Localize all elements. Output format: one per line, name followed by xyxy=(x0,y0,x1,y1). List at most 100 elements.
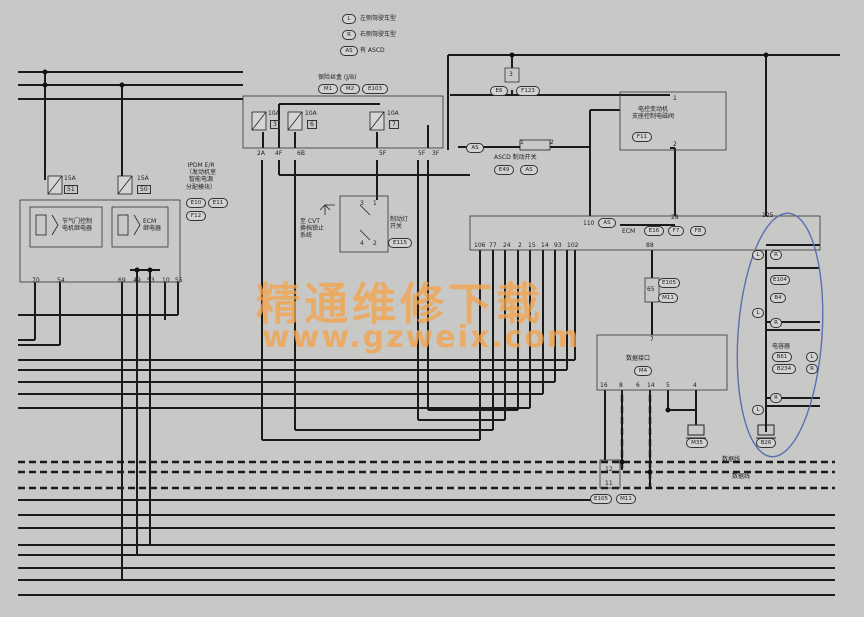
pin-label: 110 xyxy=(583,220,595,227)
ecm-connector: E16 xyxy=(644,226,664,236)
side-tag: R xyxy=(770,393,782,403)
side-tag: R xyxy=(770,318,782,328)
pin-label: 70 xyxy=(32,277,40,284)
pin-label: 7 xyxy=(650,336,654,343)
pin-label: 77 xyxy=(489,242,497,249)
pin-label: 8 xyxy=(619,382,623,389)
ascd-connector: E49 xyxy=(494,165,514,175)
fuse-number: 6 xyxy=(307,120,317,130)
ascd-title: ASCD 制动开关 xyxy=(494,154,537,161)
ecm-outline xyxy=(469,215,821,251)
watermark-main: 精通维修下载 xyxy=(256,279,544,330)
dlc-connector: M4 xyxy=(634,366,652,376)
connector-tag: B4 xyxy=(770,293,786,303)
side-tag: L xyxy=(752,308,764,318)
pin-label: 15 xyxy=(528,242,536,249)
pin-label: 6 xyxy=(636,382,640,389)
connector-tag: F123 xyxy=(516,86,540,96)
pin-label: 16 xyxy=(600,382,608,389)
ascd-tag: AS xyxy=(466,143,484,153)
pin-label: 106 xyxy=(474,242,486,249)
relay-label: ECM 继电器 xyxy=(143,218,162,233)
capacitor-title: 电容器 xyxy=(772,343,791,350)
brake-connector: E115 xyxy=(388,238,412,248)
pin-label: 24 xyxy=(503,242,511,249)
pin-label: 125 xyxy=(762,212,774,219)
connector-tag: M11 xyxy=(616,494,636,504)
connector-tag: E104 xyxy=(770,275,790,285)
connector-tag: E105 xyxy=(590,494,612,504)
connector-tag: E6 xyxy=(490,86,508,96)
watermark-url: www.gzweix.com xyxy=(262,320,581,355)
fuse-rating: 10A xyxy=(305,110,317,117)
pin-label: 28 xyxy=(671,214,679,221)
pin-label: 12 xyxy=(605,466,613,473)
pin-label: 1 xyxy=(673,95,677,102)
pin-label: 10 xyxy=(162,277,170,284)
fuse-number: 51 xyxy=(64,185,78,195)
connector-tag: B234 xyxy=(772,364,796,374)
legend-code-r: R xyxy=(342,30,356,40)
ecm-as-tag: AS xyxy=(598,218,616,228)
pin-label: 1 xyxy=(373,200,377,207)
pin-label: 65 xyxy=(647,286,655,293)
pin-label: 4 xyxy=(693,382,697,389)
fuse-number: 7 xyxy=(389,120,399,130)
ascd-connector: AS xyxy=(520,165,538,175)
side-tag: L xyxy=(752,405,764,415)
fuse-box-connector: M1 xyxy=(318,84,338,94)
legend-text-as: 有 ASCD xyxy=(360,47,385,54)
pin-label: 14 xyxy=(647,382,655,389)
fuse-rating: 15A xyxy=(137,175,149,182)
ipdm-connector: F12 xyxy=(186,211,206,221)
dlc-outline xyxy=(596,334,728,391)
pin-label: 11 xyxy=(605,480,613,487)
pin-label: 69 xyxy=(118,277,126,284)
connector-tag: M11 xyxy=(658,293,678,303)
side-tag: R xyxy=(770,250,782,260)
ipdm-connector: E11 xyxy=(208,198,228,208)
pin-label: 5 xyxy=(666,382,670,389)
highlight-ellipse xyxy=(736,212,824,458)
fuse-number: 50 xyxy=(137,185,151,195)
fuse-number: 3 xyxy=(270,120,280,130)
side-tag: R xyxy=(806,364,818,374)
pin-label: 1 xyxy=(520,139,524,146)
pin-label: 102 xyxy=(567,242,579,249)
brake-switch-label: 制动灯 开关 xyxy=(390,216,409,231)
connector-tag: B61 xyxy=(772,352,792,362)
data-line-label: 数据线 xyxy=(722,456,741,463)
solenoid-connector: F11 xyxy=(632,132,652,142)
fuse-rating: 10A xyxy=(268,110,280,117)
fuse-number: 3 xyxy=(509,71,513,78)
ecm-label: ECM xyxy=(622,228,636,235)
legend-text-r: 右侧驾驶车型 xyxy=(360,31,397,38)
side-tag: L xyxy=(806,352,818,362)
pin-label: 88 xyxy=(646,242,654,249)
ground-connector: M35 xyxy=(686,438,708,448)
legend-code-l: L xyxy=(342,14,356,24)
pin-label: 2 xyxy=(518,242,522,249)
ipdm-outline xyxy=(19,199,181,283)
pin-label: 55 xyxy=(175,277,183,284)
fuse-box-title: 保险丝盒 (J/B) xyxy=(318,74,357,81)
ground-connector: B26 xyxy=(756,438,776,448)
pin-label: 14 xyxy=(541,242,549,249)
cvt-text: 至 CVT 换档锁止 系统 xyxy=(300,218,325,240)
dlc-title: 数据接口 xyxy=(626,355,651,362)
pin-label: 6B xyxy=(297,150,305,157)
solenoid-outline xyxy=(619,91,727,151)
solenoid-title: 电控变动机 支座控制电磁阀 xyxy=(632,106,675,121)
pin-label: 49 xyxy=(133,277,141,284)
pin-label: 5F xyxy=(418,150,426,157)
relay-label: 节气门控制 电机继电器 xyxy=(62,218,93,233)
pin-label: 2 xyxy=(550,139,554,146)
pin-label: 3 xyxy=(360,200,364,207)
ecm-connector: F8 xyxy=(690,226,706,236)
ipdm-title: IPDM E/R （发动机室 智能电源 分配模块） xyxy=(186,162,217,191)
fuse-box-connector: M2 xyxy=(340,84,360,94)
fuse-box-connector: E103 xyxy=(362,84,388,94)
pin-label: 4 xyxy=(360,240,364,247)
pin-label: 4F xyxy=(275,150,283,157)
